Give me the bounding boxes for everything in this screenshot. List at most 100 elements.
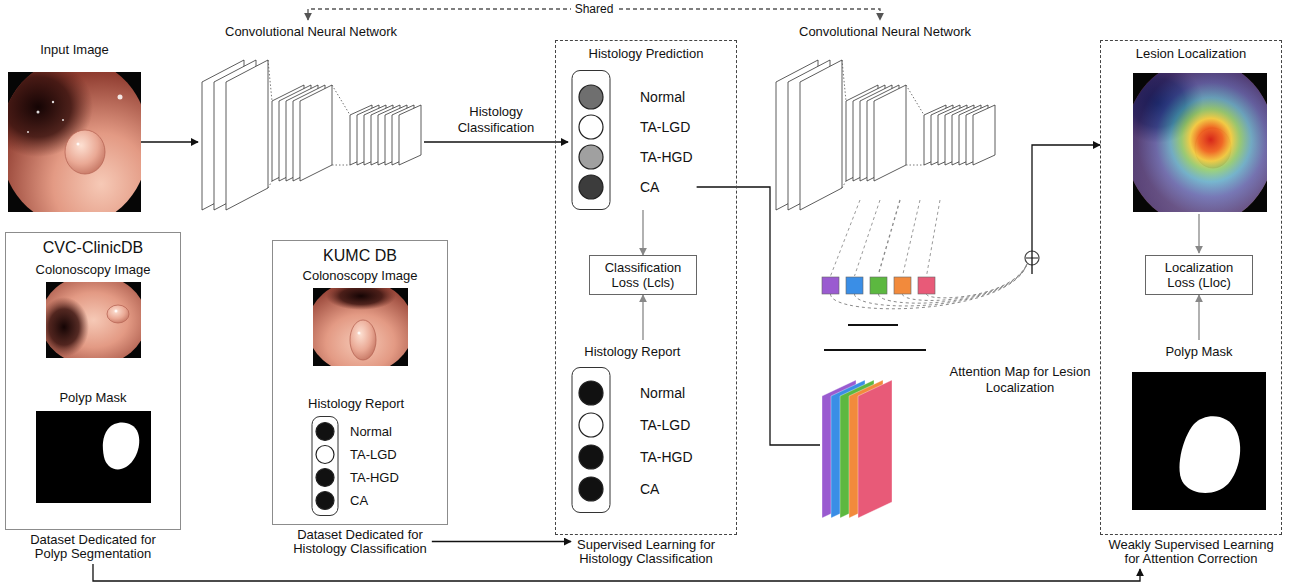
class-circle <box>316 492 334 510</box>
group-panel: Histology PredictionSupervised Learning … <box>555 40 737 535</box>
photo <box>313 288 408 366</box>
weight-square <box>846 277 863 294</box>
network-block: Convolutional Neural Network <box>198 20 424 200</box>
specular-highlight <box>27 131 29 133</box>
mask-region <box>1179 416 1240 493</box>
group-panel: Lesion LocalizationWeakly Supervised Lea… <box>1100 40 1282 535</box>
class-circle <box>316 423 334 441</box>
class-label: TA-LGD <box>640 112 693 142</box>
specular-highlight <box>52 101 54 103</box>
pooling-bar <box>848 324 898 326</box>
attention-block: Attention Map for Lesion Localization <box>820 274 1100 528</box>
list-heading: Histology Report <box>308 392 404 412</box>
group-panel: KUMC DBDataset Dedicated for Histology C… <box>272 240 448 525</box>
feature-layer <box>226 60 268 210</box>
class-label: TA-HGD <box>640 441 693 473</box>
histology-list: Histology ReportNormalTA-LGDTA-HGDCA <box>568 340 697 513</box>
weighting-curve <box>879 264 1028 303</box>
class-circle <box>579 413 603 437</box>
polyp <box>65 130 105 174</box>
image-heading: Polyp Mask <box>1120 340 1278 360</box>
projection-line <box>831 200 861 276</box>
class-circle <box>316 469 334 487</box>
connector <box>141 141 198 142</box>
group-panel: CVC-ClinicDBDataset Dedicated for Polyp … <box>5 232 181 530</box>
class-label: Normal <box>640 82 693 112</box>
weight-square <box>918 277 935 294</box>
network-label: Convolutional Neural Network <box>198 20 424 40</box>
attention-art <box>820 274 1100 528</box>
image-heading: Input Image <box>8 40 141 58</box>
cnn-layers <box>776 60 995 210</box>
class-circle <box>579 445 603 469</box>
mask-background <box>36 411 151 503</box>
layer-link <box>842 60 846 101</box>
connector-label: Histology Classification <box>441 104 551 136</box>
class-label: CA <box>640 172 693 202</box>
weight-square <box>870 277 887 294</box>
panel-caption: Dataset Dedicated for Polyp Segmentation <box>18 533 168 561</box>
image-panel: Polyp Mask <box>18 390 168 503</box>
connector <box>93 564 1140 581</box>
weight-square <box>822 277 839 294</box>
list-body: NormalTA-LGDTA-HGDCA <box>308 416 404 516</box>
image-panel: Colonoscopy Image <box>18 262 168 358</box>
class-circle <box>579 115 603 139</box>
column-outline <box>312 417 338 516</box>
class-circle <box>579 85 603 109</box>
panel-caption: Weakly Supervised Learning for Attention… <box>1101 538 1281 566</box>
specular-highlight <box>62 119 64 121</box>
layer-link <box>842 181 846 188</box>
feature-projection-lines <box>831 200 941 276</box>
class-label: CA <box>640 473 693 505</box>
histology-list: Histology ReportNormalTA-LGDTA-HGDCA <box>308 392 404 516</box>
layer-link <box>332 165 350 166</box>
circle-column <box>568 70 614 210</box>
circle-column <box>308 416 342 516</box>
projection-line <box>903 200 921 276</box>
weighting-curve <box>903 264 1028 300</box>
cnn-illustration <box>772 40 998 200</box>
pooling-bar <box>824 349 926 351</box>
panel-heading: Histology Prediction <box>556 41 736 62</box>
class-label: CA <box>350 489 400 512</box>
class-label: Normal <box>350 420 400 443</box>
polyp <box>107 305 129 323</box>
panel-caption: Supervised Learning for Histology Classi… <box>554 538 739 566</box>
panel-heading: KUMC DB <box>273 241 447 266</box>
specular-highlight <box>118 95 123 100</box>
network-label: Convolutional Neural Network <box>772 20 998 40</box>
class-circle <box>579 175 603 199</box>
list-body: NormalTA-LGDTA-HGDCA <box>568 70 697 210</box>
image-panel: Polyp Mask <box>1120 340 1278 510</box>
feature-layer <box>874 85 906 181</box>
projection-line <box>855 200 881 276</box>
class-circle <box>579 381 603 405</box>
connector <box>1198 295 1199 340</box>
heatmap-to-loss-arrow <box>1198 214 1199 253</box>
class-label: TA-HGD <box>640 142 693 172</box>
class-label: TA-LGD <box>350 443 400 466</box>
photo <box>1132 372 1266 510</box>
feature-layer <box>399 105 421 165</box>
weighting-curve <box>855 264 1028 306</box>
layer-link <box>906 85 924 115</box>
photo <box>8 72 141 212</box>
connector <box>432 541 571 542</box>
image-background <box>1133 73 1267 212</box>
weighting-curve <box>927 264 1028 298</box>
photo <box>46 282 141 358</box>
layer-link <box>268 60 272 101</box>
connector <box>879 200 901 274</box>
loss-box: Classification Loss (Lcls) <box>589 255 697 295</box>
loss-box: Localization Loss (Lloc) <box>1145 255 1253 295</box>
specular-highlight <box>357 332 360 335</box>
connector-label: Shared <box>571 2 618 16</box>
mucosa <box>1133 73 1267 212</box>
panel-caption: Dataset Dedicated for Histology Classifi… <box>278 528 443 556</box>
layer-link <box>268 181 272 188</box>
scope-view <box>46 282 141 358</box>
scope-view <box>1133 73 1267 212</box>
feature-map <box>858 380 892 518</box>
